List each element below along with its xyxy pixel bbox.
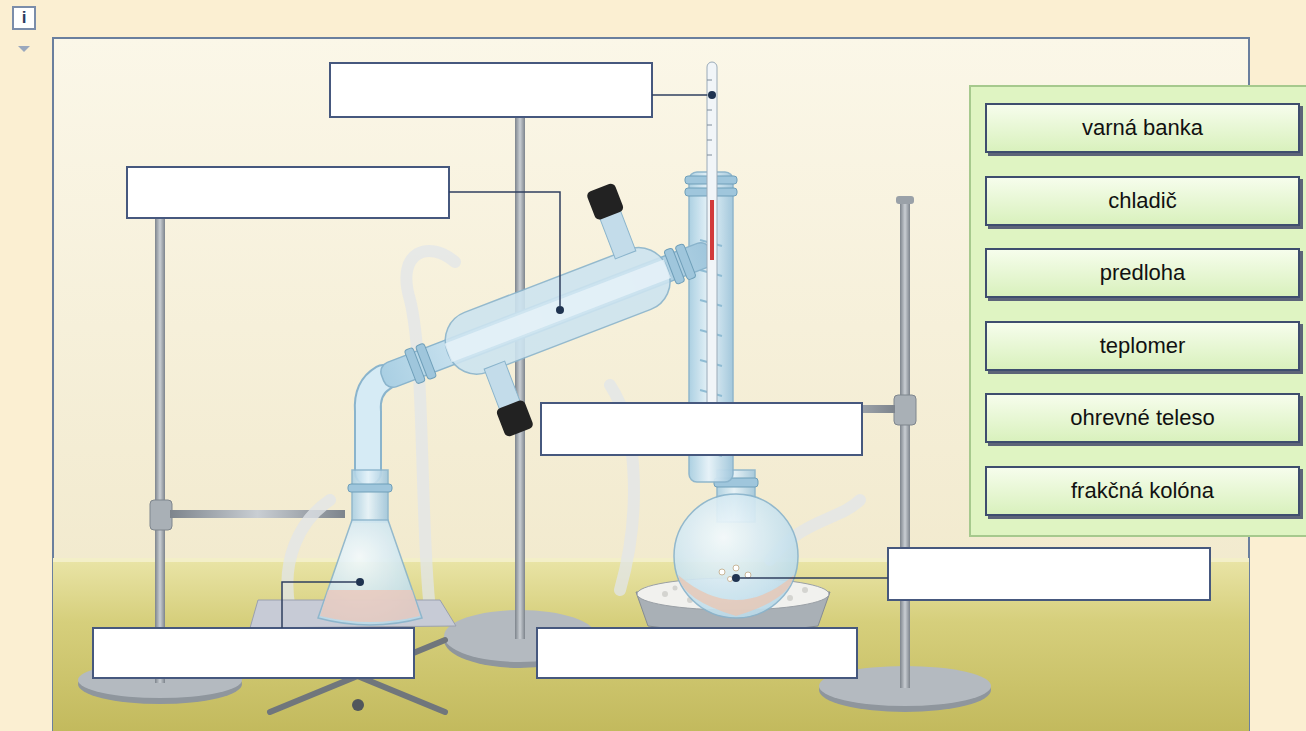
blank-label-box: [127, 167, 449, 218]
boiling-flask: [719, 569, 725, 575]
thermometer: [707, 140, 712, 141]
ring-stands: [894, 395, 916, 425]
thermometer: [707, 155, 712, 156]
boiling-flask: [745, 572, 751, 578]
receiving-flask: [318, 520, 422, 625]
boiling-flask: [674, 470, 798, 618]
label-card: teplomer: [985, 321, 1300, 371]
info-icon-marker: [18, 46, 30, 52]
leader-line: [449, 192, 560, 306]
condenser: [415, 343, 436, 380]
leader-dot: [356, 578, 364, 586]
leader-dot: [732, 574, 740, 582]
label-text: teplomer: [1100, 333, 1186, 359]
ring-stands: [150, 500, 172, 530]
leader-line: [652, 94, 707, 96]
condenser: [368, 378, 383, 472]
lab-jack: [352, 699, 364, 711]
receiving-flask: [318, 470, 422, 625]
thermometer: [707, 80, 712, 81]
condenser: [378, 240, 716, 390]
leader-line: [740, 577, 888, 579]
boiling-flask: [728, 577, 733, 582]
leader-line: [282, 582, 356, 628]
receiving-flask: [348, 484, 392, 492]
cooling-hoses: [287, 500, 330, 610]
word-bank-panel: [970, 86, 1306, 536]
label-card: predloha: [985, 248, 1300, 298]
info-icon-marker: [18, 46, 30, 52]
receiving-flask: [352, 470, 388, 522]
leader-dot: [556, 306, 564, 314]
blank-label-box: [537, 628, 857, 678]
heating-mantle: [802, 587, 808, 593]
ring-stands: [78, 117, 991, 712]
ring-stands: [155, 215, 165, 683]
boiling-flask: [733, 565, 739, 571]
label-card: frakčná kolóna: [985, 466, 1300, 516]
label-text: varná banka: [1082, 115, 1203, 141]
cooling-hoses: [406, 251, 455, 610]
label-text: predloha: [1100, 260, 1186, 286]
label-card: chladič: [985, 176, 1300, 226]
label-card: ohrevné teleso: [985, 393, 1300, 443]
info-icon: i: [12, 6, 36, 30]
blank-label-box: [541, 403, 862, 455]
word-bank-panel: [970, 86, 1306, 536]
leader-dot: [708, 91, 716, 99]
blank-label-box: [93, 628, 414, 678]
condenser: [437, 239, 679, 383]
thermometer: [707, 125, 712, 126]
thermometer: [707, 62, 717, 434]
ring-stands: [900, 200, 910, 688]
label-text: frakčná kolóna: [1071, 478, 1214, 504]
label-text: ohrevné teleso: [1070, 405, 1214, 431]
heating-mantle: [662, 591, 668, 597]
boiling-flask: [678, 575, 794, 616]
condenser: [675, 243, 696, 280]
boiling-flask: [674, 494, 798, 618]
thermometer: [707, 62, 717, 434]
ring-stands: [515, 117, 525, 639]
thermometer: [710, 200, 714, 260]
condenser: [495, 399, 534, 438]
thermometer: [707, 110, 712, 111]
leader-dot: [356, 91, 740, 586]
blank-label-box: [330, 63, 652, 117]
label-text: chladič: [1108, 188, 1176, 214]
leader-line: [282, 95, 888, 628]
heating-mantle: [787, 595, 793, 601]
blank-label-box: [888, 548, 1210, 600]
heating-mantle: [673, 586, 678, 591]
ring-stands: [896, 196, 914, 204]
boiling-flask: [719, 565, 751, 582]
condenser: [444, 259, 671, 362]
condenser: [368, 378, 383, 472]
receiving-flask: [320, 590, 420, 622]
label-card: varná banka: [985, 103, 1300, 153]
condenser: [586, 182, 625, 221]
